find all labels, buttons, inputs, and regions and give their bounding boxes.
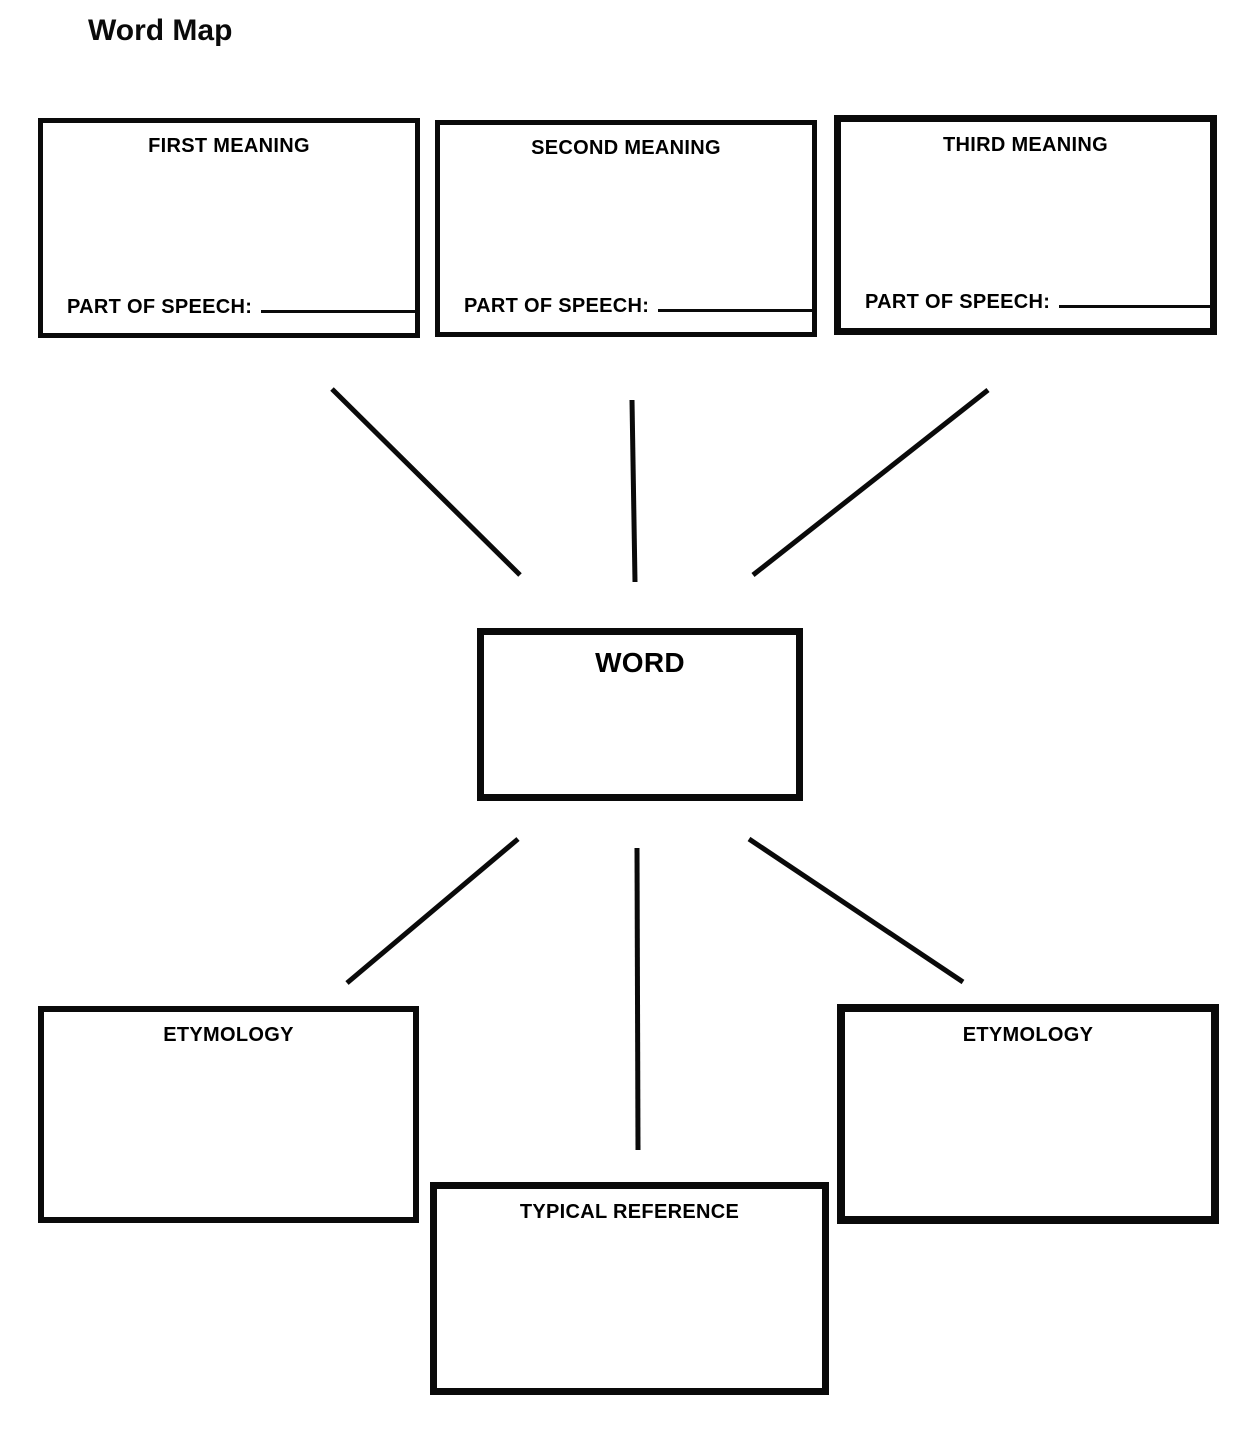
third-meaning-box: THIRD MEANING PART OF SPEECH: [834, 115, 1217, 335]
etymology-left-label: ETYMOLOGY [163, 1024, 294, 1046]
part-of-speech-label: PART OF SPEECH: [464, 295, 650, 317]
part-of-speech-blank [261, 292, 415, 313]
part-of-speech-row: PART OF SPEECH: [841, 287, 1210, 328]
part-of-speech-label: PART OF SPEECH: [67, 296, 253, 318]
word-label: WORD [595, 647, 685, 678]
second-meaning-box: SECOND MEANING PART OF SPEECH: [435, 120, 817, 337]
connector-third-meaning [751, 388, 990, 577]
word-center-box: WORD [477, 628, 803, 801]
typical-reference-box: TYPICAL REFERENCE [430, 1182, 829, 1395]
etymology-left-box: ETYMOLOGY [38, 1006, 419, 1223]
connector-first-meaning [330, 387, 522, 577]
part-of-speech-row: PART OF SPEECH: [43, 292, 415, 333]
part-of-speech-label: PART OF SPEECH: [865, 291, 1051, 313]
third-meaning-label: THIRD MEANING [942, 134, 1108, 156]
part-of-speech-row: PART OF SPEECH: [440, 291, 812, 332]
first-meaning-label: FIRST MEANING [148, 135, 310, 157]
part-of-speech-blank [658, 291, 812, 312]
connector-typical-reference [634, 847, 641, 1151]
connector-etymology-left [345, 837, 520, 985]
typical-reference-label: TYPICAL REFERENCE [519, 1201, 740, 1223]
connector-etymology-right [747, 836, 965, 985]
etymology-right-box: ETYMOLOGY [837, 1004, 1219, 1224]
etymology-right-label: ETYMOLOGY [962, 1024, 1094, 1046]
page-title: Word Map [88, 14, 233, 47]
part-of-speech-blank [1059, 287, 1210, 308]
first-meaning-box: FIRST MEANING PART OF SPEECH: [38, 118, 420, 338]
connector-second-meaning [629, 399, 638, 583]
second-meaning-label: SECOND MEANING [531, 137, 721, 159]
